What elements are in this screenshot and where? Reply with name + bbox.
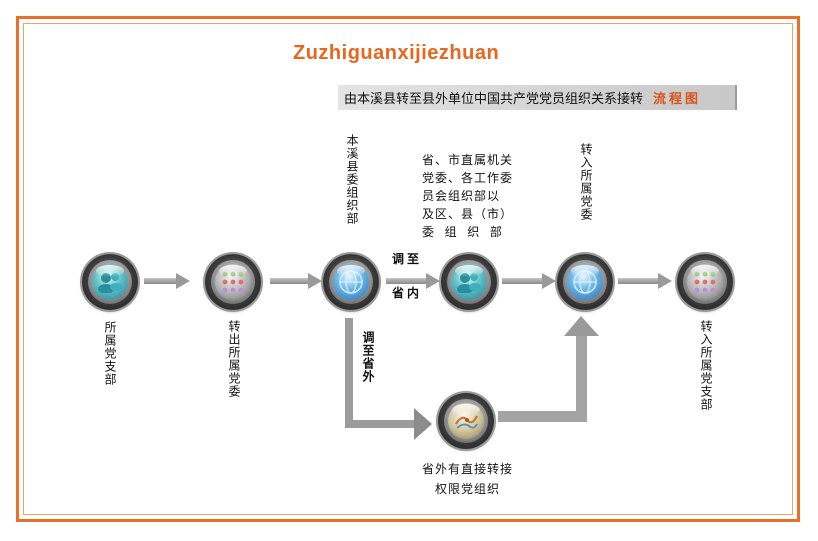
banner-suffix: 流程图 [653,92,702,107]
label-provincial: 省、市直属机关 党委、各工作委 员会组织部以 及区、县（市） 委 组 织 部 [422,153,514,239]
outer-frame [16,16,800,522]
node-branch[interactable] [82,254,138,310]
arrow-in-to-branch [618,273,672,289]
inner-frame [23,23,793,515]
banner-text: 由本溪县转至县外单位中国共产党党员组织关系接转 [344,92,644,107]
node-outside-org[interactable] [438,393,494,449]
arrow-provincial-to-in [502,273,556,289]
label-in-branch: 转入所属党支部 [699,320,713,411]
edge-label-to-province-1: 调至 [392,252,423,266]
arrow-county-to-outside [345,318,432,440]
label-county-org: 本溪县委组织部 [345,134,359,225]
edge-label-to-province-2: 省内 [392,286,423,300]
arrow-branch-to-out [144,273,190,289]
label-out-committee: 转出所属党委 [227,320,241,398]
label-in-committee: 转入所属党委 [579,143,593,221]
arrow-out-to-county [270,273,322,289]
diagram-title: Zuzhiguanxijiezhuan [293,42,500,64]
node-out-committee[interactable] [205,254,261,310]
arrow-county-to-provincial [386,273,440,289]
edge-label-outside: 调至省外 [361,331,375,383]
node-provincial[interactable] [441,254,497,310]
node-in-committee[interactable] [557,254,613,310]
arrow-outside-to-in [498,316,599,422]
banner: 由本溪县转至县外单位中国共产党党员组织关系接转 流程图 [338,85,737,110]
label-branch: 所属党支部 [103,321,117,386]
node-in-branch[interactable] [677,254,733,310]
label-outside-org: 省外有直接转接 权限党组织 [422,462,514,496]
node-county-org[interactable] [323,254,379,310]
map-icon [455,415,478,429]
